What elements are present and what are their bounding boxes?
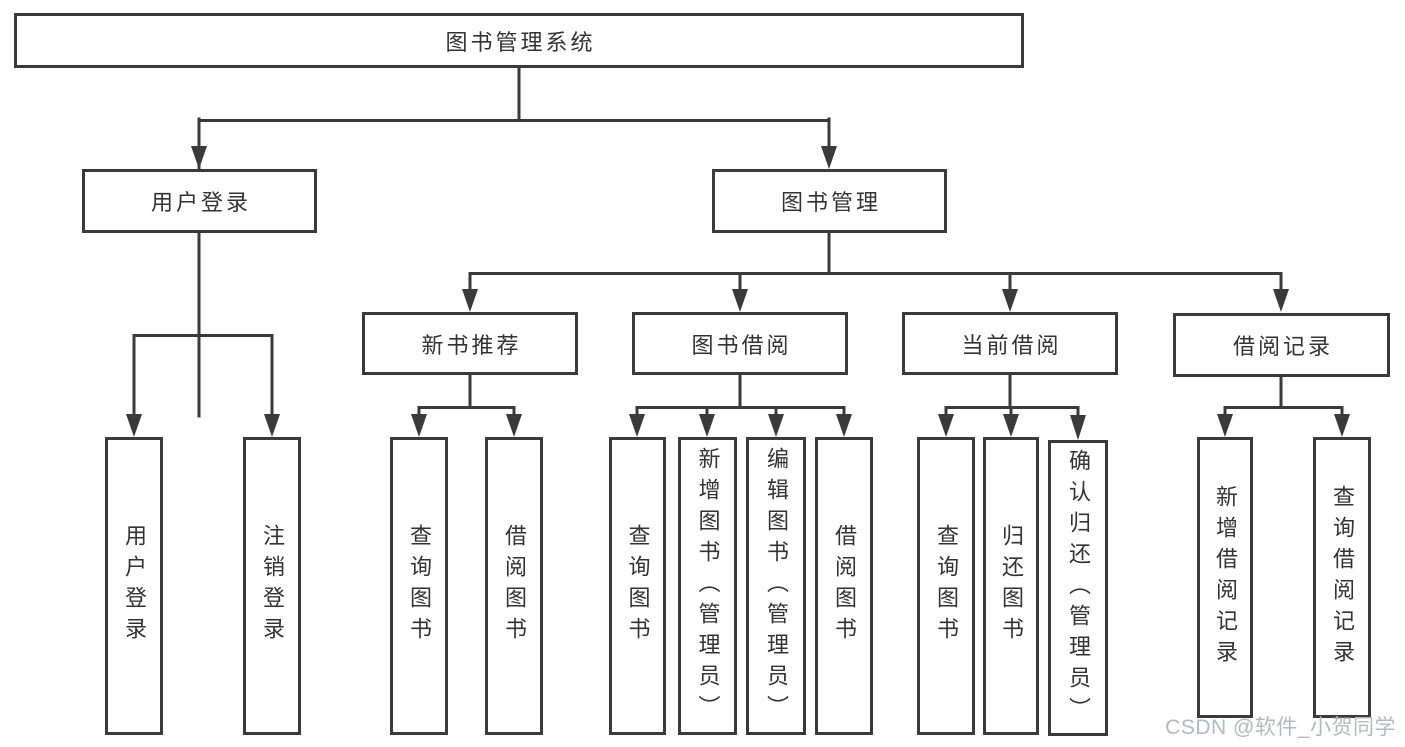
leaf-current-query-books-label: 查询图书 bbox=[934, 524, 959, 648]
node-current-borrow: 当前借阅 bbox=[902, 312, 1118, 375]
node-book-management-label: 图书管理 bbox=[780, 190, 881, 215]
leaf-edit-books-admin-label: 编辑图书（管理员） bbox=[764, 446, 789, 726]
leaf-user-login: 用户登录 bbox=[105, 437, 163, 735]
connector-user-login-children bbox=[126, 231, 280, 437]
leaf-borrow-query-books: 查询图书 bbox=[609, 437, 666, 735]
node-user-login: 用户登录 bbox=[82, 169, 317, 233]
node-new-book-recommend: 新书推荐 bbox=[362, 312, 578, 375]
leaf-confirm-return-admin-label: 确认归还（管理员） bbox=[1066, 448, 1091, 728]
node-borrow-records-label: 借阅记录 bbox=[1232, 334, 1333, 359]
node-book-management: 图书管理 bbox=[712, 169, 947, 233]
leaf-logout-label: 注销登录 bbox=[260, 524, 285, 648]
node-new-book-recommend-label: 新书推荐 bbox=[421, 332, 522, 358]
leaf-borrow-query-books-label: 查询图书 bbox=[625, 524, 651, 648]
leaf-add-books-admin-label: 新增图书（管理员） bbox=[695, 446, 721, 726]
leaf-query-borrow-record: 查询借阅记录 bbox=[1313, 437, 1371, 718]
leaf-newbook-borrow-books-label: 借阅图书 bbox=[502, 524, 527, 648]
leaf-edit-books-admin: 编辑图书（管理员） bbox=[746, 437, 806, 735]
leaf-user-login-label: 用户登录 bbox=[122, 524, 147, 648]
leaf-borrow-books-label: 借阅图书 bbox=[832, 524, 857, 648]
node-root: 图书管理系统 bbox=[14, 13, 1024, 68]
connector-book-borrow-children bbox=[629, 373, 852, 437]
leaf-confirm-return-admin: 确认归还（管理员） bbox=[1048, 440, 1108, 736]
node-current-borrow-label: 当前借阅 bbox=[961, 332, 1062, 358]
leaf-return-books-label: 归还图书 bbox=[999, 524, 1024, 648]
connector-new-book-children bbox=[411, 373, 522, 437]
node-root-label: 图书管理系统 bbox=[445, 29, 596, 55]
leaf-query-borrow-record-label: 查询借阅记录 bbox=[1330, 484, 1355, 671]
leaf-logout: 注销登录 bbox=[243, 437, 301, 735]
leaf-return-books: 归还图书 bbox=[983, 437, 1039, 735]
leaf-newbook-query-books-label: 查询图书 bbox=[407, 524, 432, 648]
node-book-borrow: 图书借阅 bbox=[632, 312, 848, 375]
connector-current-borrow-children bbox=[938, 373, 1086, 440]
node-book-borrow-label: 图书借阅 bbox=[691, 332, 792, 358]
node-user-login-label: 用户登录 bbox=[150, 190, 251, 215]
leaf-borrow-books: 借阅图书 bbox=[815, 437, 873, 735]
leaf-current-query-books: 查询图书 bbox=[917, 437, 975, 735]
leaf-newbook-borrow-books: 借阅图书 bbox=[485, 437, 543, 735]
csdn-watermark: CSDN @软件_小贺同学 bbox=[1165, 716, 1396, 739]
leaf-add-borrow-record: 新增借阅记录 bbox=[1197, 437, 1253, 718]
leaf-add-borrow-record-label: 新增借阅记录 bbox=[1213, 484, 1238, 671]
leaf-add-books-admin: 新增图书（管理员） bbox=[678, 437, 737, 735]
leaf-newbook-query-books: 查询图书 bbox=[390, 437, 448, 735]
node-borrow-records: 借阅记录 bbox=[1173, 313, 1390, 377]
connector-borrow-records-children bbox=[1217, 375, 1350, 437]
connector-root-to-level2 bbox=[191, 66, 837, 418]
connector-book-management-children bbox=[462, 231, 1289, 312]
